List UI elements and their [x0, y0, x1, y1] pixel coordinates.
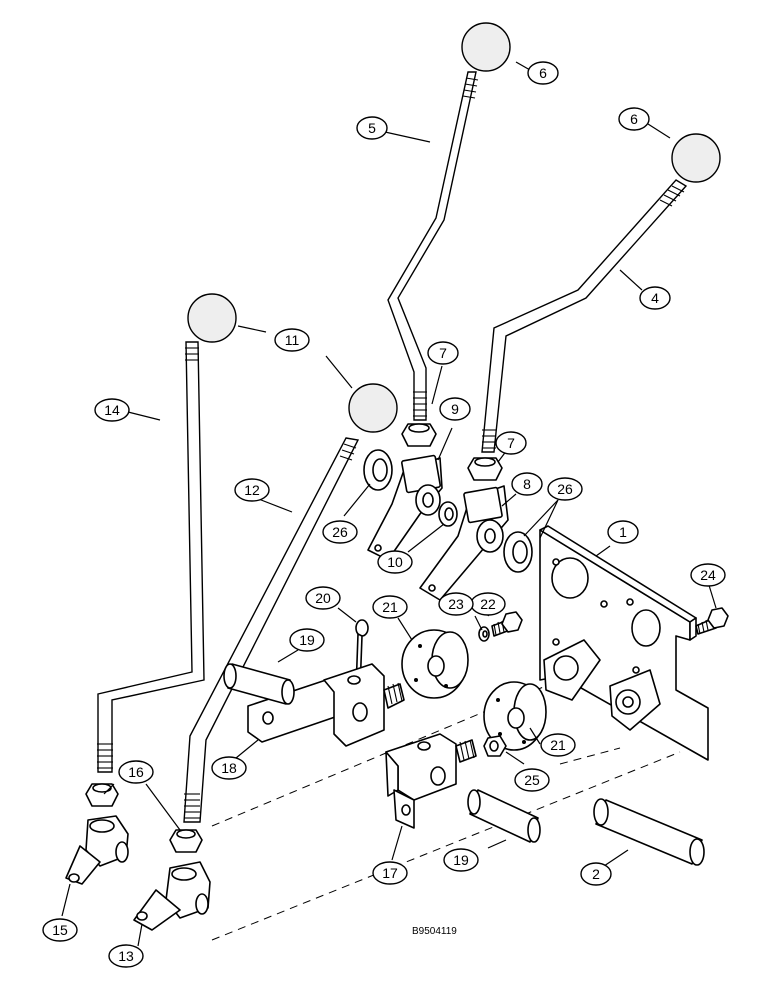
callout-16: 16	[118, 760, 154, 784]
svg-text:24: 24	[700, 567, 716, 583]
callout-14: 14	[94, 398, 130, 422]
lever-rod-4	[481, 179, 688, 453]
svg-text:1: 1	[619, 524, 627, 540]
swivel-fitting-13	[133, 861, 211, 931]
callout-6-top: 6	[527, 61, 559, 85]
callout-15: 15	[42, 918, 78, 942]
callout-2: 2	[580, 862, 612, 886]
bolt-22	[491, 611, 523, 637]
washer-26-right	[503, 531, 533, 573]
callout-17: 17	[372, 861, 408, 885]
callout-26-left: 26	[322, 520, 358, 544]
callout-8: 8	[511, 472, 543, 496]
washer-23	[478, 626, 490, 642]
mounting-plate-1	[539, 525, 709, 761]
callout-20: 20	[305, 586, 341, 610]
callout-19-upper: 19	[289, 628, 325, 652]
callout-7-lower: 7	[495, 431, 527, 455]
callout-4: 4	[639, 286, 671, 310]
lever-rod-14	[97, 341, 205, 773]
svg-text:7: 7	[507, 435, 515, 451]
nut-16-left	[85, 783, 119, 807]
callout-1: 1	[607, 520, 639, 544]
svg-text:20: 20	[315, 590, 331, 606]
svg-text:26: 26	[332, 524, 348, 540]
svg-text:12: 12	[244, 482, 260, 498]
svg-text:4: 4	[651, 290, 659, 306]
lever-arm-8	[419, 485, 509, 601]
callout-21-upper: 21	[372, 595, 408, 619]
callout-9: 9	[439, 397, 471, 421]
callout-22: 22	[470, 592, 506, 616]
callout-21-lower: 21	[540, 733, 576, 757]
nut-7-left	[401, 423, 437, 447]
callout-13: 13	[108, 944, 144, 968]
svg-text:6: 6	[539, 65, 547, 81]
clevis-block-18	[247, 663, 405, 747]
svg-text:13: 13	[118, 948, 134, 964]
svg-text:21: 21	[382, 599, 398, 615]
svg-text:5: 5	[368, 120, 376, 136]
callout-18: 18	[211, 756, 247, 780]
svg-text:6: 6	[630, 111, 638, 127]
svg-text:26: 26	[557, 481, 573, 497]
svg-text:16: 16	[128, 764, 144, 780]
svg-text:21: 21	[550, 737, 566, 753]
svg-text:23: 23	[448, 596, 464, 612]
figure-reference-code: B9504119	[412, 926, 457, 937]
flange-21-upper	[401, 629, 469, 699]
svg-text:19: 19	[299, 632, 315, 648]
callout-23: 23	[438, 592, 474, 616]
svg-text:9: 9	[451, 401, 459, 417]
svg-text:22: 22	[480, 596, 496, 612]
svg-text:2: 2	[592, 866, 600, 882]
lever-rod-12	[183, 437, 360, 823]
lever-arm-9	[367, 454, 443, 561]
svg-text:17: 17	[382, 865, 398, 881]
svg-text:25: 25	[524, 772, 540, 788]
washer-26-left	[363, 449, 393, 491]
pin-19-lower	[467, 789, 541, 843]
callout-19-lower: 19	[443, 848, 479, 872]
washer-10	[438, 501, 458, 527]
svg-text:7: 7	[439, 345, 447, 361]
lever-rod-5	[387, 71, 479, 421]
svg-text:10: 10	[387, 554, 403, 570]
svg-text:18: 18	[221, 760, 237, 776]
bolt-24	[695, 607, 729, 635]
knob-6-top	[461, 22, 511, 72]
callout-5: 5	[356, 116, 388, 140]
callout-24: 24	[690, 563, 726, 587]
pin-19-upper	[223, 663, 295, 705]
callout-12: 12	[234, 478, 270, 502]
callout-11: 11	[274, 328, 310, 352]
flange-21-lower	[483, 681, 547, 751]
callout-26-right: 26	[547, 477, 583, 501]
clevis-block-17	[385, 733, 477, 829]
nut-16-right	[169, 829, 203, 853]
callouts: 1 2 4 5 6 6 7 7	[42, 61, 726, 968]
svg-text:8: 8	[523, 476, 531, 492]
callout-10: 10	[377, 550, 413, 574]
nut-25	[483, 735, 507, 757]
svg-text:11: 11	[285, 332, 300, 348]
callout-25: 25	[514, 768, 550, 792]
shaft-2	[593, 798, 705, 866]
swivel-fitting-15	[65, 815, 129, 885]
knob-6-right	[671, 133, 721, 183]
knob-11-left	[187, 293, 237, 343]
callout-6-right: 6	[618, 107, 650, 131]
svg-text:19: 19	[453, 852, 469, 868]
svg-text:15: 15	[52, 922, 68, 938]
nut-7-right	[467, 457, 503, 481]
knob-11-center	[348, 383, 398, 433]
svg-text:14: 14	[104, 402, 120, 418]
callout-7-upper: 7	[427, 341, 459, 365]
